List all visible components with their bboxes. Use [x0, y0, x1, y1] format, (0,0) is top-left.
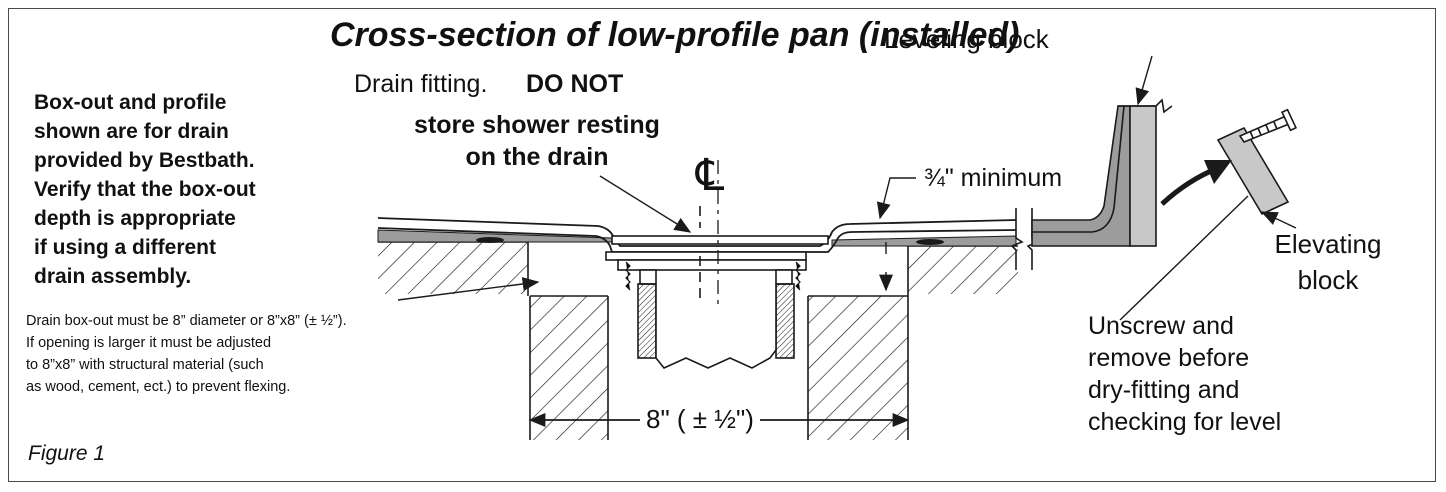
drain-fitting: [605, 206, 829, 369]
leveling-block: [1118, 98, 1173, 247]
screw-icon: [1238, 108, 1298, 143]
boxout-profile-note: Box-out and profile shown are for drain …: [34, 91, 256, 288]
leveling-block-label: Leveling block: [884, 24, 1049, 54]
pan-bedding: [377, 229, 1017, 247]
centerline-symbol: ℄: [696, 151, 725, 200]
unscrew-instruction: Unscrew and remove before dry-fitting an…: [1088, 312, 1282, 436]
figure-caption: Figure 1: [28, 442, 106, 465]
do-not-warning-detail: store shower resting on the drain: [414, 111, 660, 171]
diagram-title: Cross-section of low-profile pan (instal…: [330, 16, 1020, 54]
subfloor-right: [907, 245, 1018, 296]
do-not-warning: DO NOT: [526, 70, 624, 98]
boxout-requirement-note: Drain box-out must be 8” diameter or 8”x…: [26, 313, 347, 395]
drain-fitting-label: Drain fitting.: [354, 70, 488, 98]
subfloor-lower-right: [807, 295, 909, 440]
subfloor-left: [378, 241, 529, 296]
curved-arrow-head: [1204, 160, 1232, 184]
figure-frame: [8, 8, 1436, 482]
minimum-label: ¾" minimum: [924, 164, 1063, 192]
flange-threads: [625, 261, 801, 291]
leader-lines: [397, 55, 1297, 321]
subfloor-lower-left: [529, 295, 609, 440]
elevating-block-label: Elevating block: [1274, 229, 1382, 295]
elevating-block: [1216, 126, 1290, 216]
dimension-label: 8" ( ± ½"): [640, 404, 760, 435]
